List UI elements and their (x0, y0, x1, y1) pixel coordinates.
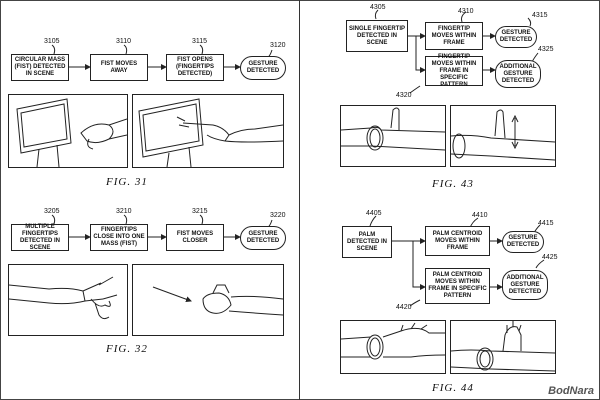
fig44-caption: FIG. 44 (432, 382, 474, 394)
fig44-panel-right (450, 320, 556, 374)
fig32-oval-gesture-detected: GESTURE DETECTED (240, 226, 286, 250)
leader-3205 (51, 214, 56, 225)
leader-4310 (461, 11, 467, 23)
fig31-ref-3105: 3105 (44, 38, 60, 45)
fig31-caption: FIG. 31 (106, 176, 148, 188)
fig31-oval-gesture-detected: GESTURE DETECTED (240, 56, 286, 80)
leader-3105 (51, 44, 56, 55)
fig44-ref-4425: 4425 (542, 254, 558, 261)
fig31-panel-left (8, 94, 128, 168)
fig32-panel-right (132, 264, 284, 336)
fig44-ref-4405: 4405 (366, 210, 382, 217)
fig43-box-single-fingertip: SINGLE FINGERTIP DETECTED IN SCENE (346, 20, 408, 52)
leader-4305 (374, 9, 379, 20)
fig31-panel-right (132, 94, 284, 168)
fig44-oval-gesture-detected: GESTURE DETECTED (502, 231, 544, 253)
fig43-branch-lower (408, 35, 426, 73)
fig31-ref-3110: 3110 (116, 38, 132, 45)
fig43-sketch-finger-moves (451, 109, 555, 161)
page-divider (299, 0, 300, 400)
leader-4315 (527, 17, 532, 27)
fig32-sketch-fist-closer (152, 284, 283, 316)
fig44-branch-lower (392, 240, 426, 290)
leader-3110 (123, 44, 128, 55)
fig43-ref-4305: 4305 (370, 4, 386, 11)
fig44-box-palm-detected: PALM DETECTED IN SCENE (342, 226, 392, 258)
fig31-box-fist-detected: CIRCULAR MASS (FIST) DETECTED IN SCENE (11, 54, 69, 81)
fig32-caption: FIG. 32 (106, 343, 148, 355)
fig44-oval-additional-gesture: ADDITIONAL GESTURE DETECTED (502, 270, 548, 300)
leader-4425 (535, 259, 545, 269)
fig43-ref-4310: 4310 (458, 8, 474, 15)
leader-3115 (199, 44, 204, 55)
leader-3210 (123, 214, 128, 225)
fig31-ref-3120: 3120 (270, 42, 286, 49)
fig43-oval-gesture-detected: GESTURE DETECTED (495, 26, 537, 48)
fig32-ref-3215: 3215 (192, 208, 208, 215)
fig44-box-specific-pattern: PALM CENTROID MOVES WITHIN FRAME IN SPEC… (425, 268, 490, 304)
fig43-ref-4315: 4315 (532, 12, 548, 19)
fig43-sketch-wrist-device (341, 107, 445, 151)
fig43-panel-left (340, 105, 446, 167)
fig43-caption: FIG. 43 (432, 178, 474, 190)
fig31-box-fist-opens: FIST OPENS (FINGERTIPS DETECTED) (166, 54, 224, 81)
fig43-ref-4325: 4325 (538, 46, 554, 53)
fig31-box-fist-moves-away: FIST MOVES AWAY (90, 54, 148, 81)
leader-4420 (409, 299, 421, 307)
fig44-ref-4410: 4410 (472, 212, 488, 219)
fig32-panel-left (8, 264, 128, 336)
fig44-sketch-palm-device (341, 322, 445, 360)
fig44-sketch-palm-moves (451, 321, 555, 372)
fig32-ref-3220: 3220 (270, 212, 286, 219)
leader-4320 (409, 85, 421, 94)
fig31-sketch-open-hand (138, 98, 283, 167)
fig44-box-palm-centroid-moves: PALM CENTROID MOVES WITHIN FRAME (425, 226, 490, 256)
fig32-ref-3205: 3205 (44, 208, 60, 215)
fig43-ref-4320: 4320 (396, 92, 412, 99)
fig44-ref-4420: 4420 (396, 304, 412, 311)
fig43-panel-right (450, 105, 556, 167)
fig43-box-fingertip-moves: FINGERTIP MOVES WITHIN FRAME (425, 22, 483, 50)
leader-4405 (369, 215, 377, 227)
fig32-sketch-spread-fingers (9, 276, 118, 320)
fig44-panel-left (340, 320, 446, 374)
fig44-ref-4415: 4415 (538, 220, 554, 227)
fig43-box-specific-pattern: FINGERTIP MOVES WITHIN FRAME IN SPECIFIC… (425, 54, 483, 88)
fig31-ref-3115: 3115 (192, 38, 208, 45)
fig32-ref-3210: 3210 (116, 208, 132, 215)
watermark-logo: BodNara (548, 385, 594, 397)
fig43-oval-additional-gesture: ADDITIONAL GESTURE DETECTED (495, 60, 541, 88)
fig32-box-fingertips-close: FINGERTIPS CLOSE INTO ONE MASS (FIST) (90, 224, 148, 251)
fig32-box-multiple-fingertips: MULTIPLE FINGERTIPS DETECTED IN SCENE (11, 224, 69, 251)
fig31-sketch-fist-at-screen (16, 98, 127, 167)
leader-3215 (199, 214, 204, 225)
fig32-box-fist-moves-closer: FIST MOVES CLOSER (166, 224, 224, 251)
